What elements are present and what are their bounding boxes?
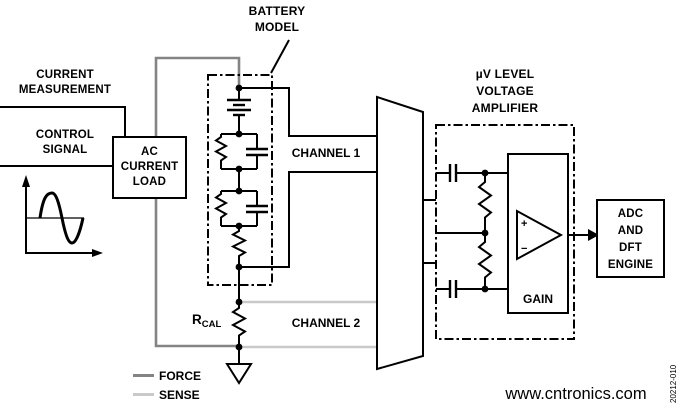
resistor-icon bbox=[213, 134, 229, 169]
legend-sense-label: SENSE bbox=[159, 388, 200, 402]
opamp-minus-label: − bbox=[521, 243, 527, 255]
amplifier-input-network bbox=[436, 164, 508, 298]
ac-current-load-box bbox=[112, 136, 187, 199]
sense-wires bbox=[239, 300, 377, 349]
uv-amplifier-label: µV LEVEL VOLTAGE AMPLIFIER bbox=[471, 67, 539, 115]
battery-cell-icon bbox=[227, 98, 251, 117]
gain-label: GAIN bbox=[523, 292, 553, 306]
plot-x-arrowhead bbox=[92, 249, 103, 257]
multiplexer bbox=[376, 95, 424, 371]
legend-force-label: FORCE bbox=[159, 369, 201, 383]
battery-model-circuit bbox=[213, 88, 268, 385]
amplifier-outline bbox=[435, 124, 575, 340]
channel1-wire-bottom bbox=[239, 171, 377, 268]
sine-wave-plot bbox=[22, 175, 103, 257]
plot-y-arrowhead bbox=[22, 175, 30, 187]
channel1-wire-top bbox=[239, 87, 377, 137]
ground-icon bbox=[225, 363, 253, 385]
current-measurement-wire bbox=[0, 106, 126, 137]
adc-dft-engine-label: ADC AND DFT ENGINE bbox=[607, 208, 654, 271]
ac-current-load-label: AC CURRENT LOAD bbox=[120, 146, 179, 188]
rcal-symbol: R bbox=[192, 312, 202, 327]
battery-model-label: BATTERY MODEL bbox=[248, 4, 306, 34]
figure-code: 20212-010 bbox=[669, 364, 678, 403]
resistor-icon bbox=[213, 191, 229, 226]
rcal-subscript: CAL bbox=[201, 319, 222, 330]
channel1-label: CHANNEL 1 bbox=[292, 146, 361, 160]
channel2-label: CHANNEL 2 bbox=[292, 316, 361, 330]
legend: FORCE SENSE bbox=[133, 369, 201, 402]
gain-output-arrowhead bbox=[588, 229, 599, 241]
bias-resistor-bottom-icon bbox=[477, 233, 493, 289]
force-wires bbox=[154, 56, 241, 348]
battery-model-outline bbox=[207, 74, 273, 286]
force-wire-top bbox=[154, 56, 241, 137]
rc-parallel-block-2 bbox=[213, 190, 268, 227]
rc-parallel-block-1 bbox=[213, 133, 268, 170]
bias-resistor-top-icon bbox=[477, 173, 493, 233]
adc-dft-engine-box bbox=[596, 199, 665, 278]
watermark-text: www.cntronics.com bbox=[504, 385, 646, 403]
current-measurement-label: CURRENT MEASUREMENT bbox=[18, 69, 112, 96]
series-resistor-icon bbox=[230, 226, 248, 267]
battery-model-callout-line bbox=[270, 39, 290, 74]
signal-wires bbox=[0, 87, 590, 268]
control-signal-label: CONTROL SIGNAL bbox=[35, 129, 95, 156]
opamp-icon bbox=[516, 209, 564, 261]
rcal-resistor-icon bbox=[230, 302, 248, 347]
junction-dots bbox=[235, 84, 489, 351]
force-wire-return bbox=[154, 198, 239, 348]
opamp-plus-label: + bbox=[521, 218, 527, 230]
sine-curve bbox=[38, 191, 85, 245]
rcal-label: RCAL bbox=[192, 312, 222, 330]
